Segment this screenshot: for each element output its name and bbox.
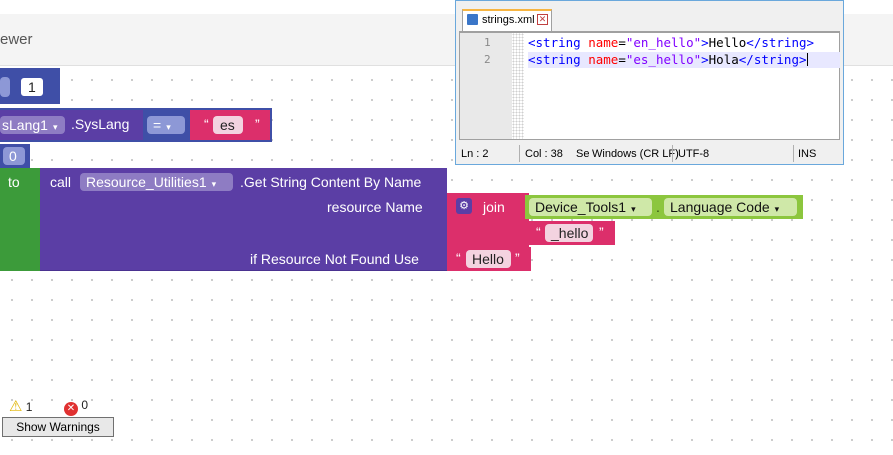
error-icon: ✕ [64,402,78,416]
close-icon[interactable]: ✕ [537,14,548,25]
code-line-2[interactable]: <string name="es_hello">Hola</string> [528,52,840,68]
hello-default-field[interactable]: Hello [466,250,511,268]
notepad-window[interactable]: strings.xml ✕ 1 2 <string name="en_hello… [455,0,844,165]
error-count: 0 [81,398,89,412]
chevron-down-icon: ▾ [211,179,217,189]
syslang-property-label: .SysLang [71,116,130,132]
fold-margin [512,33,524,139]
line-number: 1 [484,36,491,49]
notepad-status-bar: Ln : 2 Col : 38 Se Windows (CR LF) UTF-8… [459,144,840,164]
join-label: join [483,199,505,215]
control-to-block[interactable] [0,168,40,271]
line-number-gutter [460,33,512,139]
tab-label: strings.xml [482,14,535,26]
status-column: Col : 38 [525,148,563,160]
quote-open: “ [536,224,541,240]
quote-close: ” [515,250,520,266]
number-socket [0,77,10,97]
quote-open: “ [204,116,209,132]
language-code-dropdown[interactable]: Language Code▾ [664,198,797,216]
method-label: .Get String Content By Name [240,174,422,190]
es-text-field[interactable]: es [213,116,243,134]
compare-operator-dropdown[interactable]: =▾ [147,116,185,134]
warning-count: 1 [25,400,33,414]
hello-suffix-field[interactable]: _hello [545,224,593,242]
notepad-editor[interactable]: 1 2 <string name="en_hello">Hello</strin… [459,32,840,140]
error-indicator: ✕ 0 [64,398,88,416]
show-warnings-button[interactable]: Show Warnings [2,417,114,437]
syslang-component-dropdown[interactable]: sLang1▾ [0,116,65,134]
chevron-down-icon: ▾ [166,122,171,132]
quote-open: “ [456,250,461,266]
number-zero-field[interactable]: 0 [3,147,25,165]
notepad-tab-bar: strings.xml ✕ [459,5,840,32]
to-label: to [8,174,20,190]
chevron-down-icon: ▾ [631,204,636,214]
status-eol: Windows (CR LF) [592,148,679,160]
status-mode: INS [798,148,817,160]
call-label: call [50,174,72,190]
status-selection: Se [576,148,590,160]
number-one-field[interactable]: 1 [20,77,44,97]
warning-indicator: ⚠ 1 [9,397,32,415]
resource-name-label: resource Name [327,199,423,215]
chevron-down-icon: ▾ [774,204,780,214]
chevron-down-icon: ▾ [52,122,58,132]
quote-close: ” [255,116,260,132]
dot-separator: . [656,199,660,215]
gear-icon[interactable]: ⚙ [456,198,472,214]
status-line: Ln : 2 [461,148,489,160]
device-component-dropdown[interactable]: Device_Tools1▾ [529,198,652,216]
floppy-disk-icon [467,14,478,25]
line-number: 2 [484,53,491,66]
quote-close: ” [599,224,604,240]
warning-icon: ⚠ [9,398,23,415]
not-found-label: if Resource Not Found Use [250,251,419,267]
resource-component-dropdown[interactable]: Resource_Utilities1▾ [80,173,233,191]
code-line-1[interactable]: <string name="en_hello">Hello</string> [528,35,815,50]
viewer-title: ewer [0,31,33,48]
notepad-tab-strings-xml[interactable]: strings.xml ✕ [462,9,552,31]
text-cursor [806,53,808,66]
status-encoding: UTF-8 [678,148,710,160]
